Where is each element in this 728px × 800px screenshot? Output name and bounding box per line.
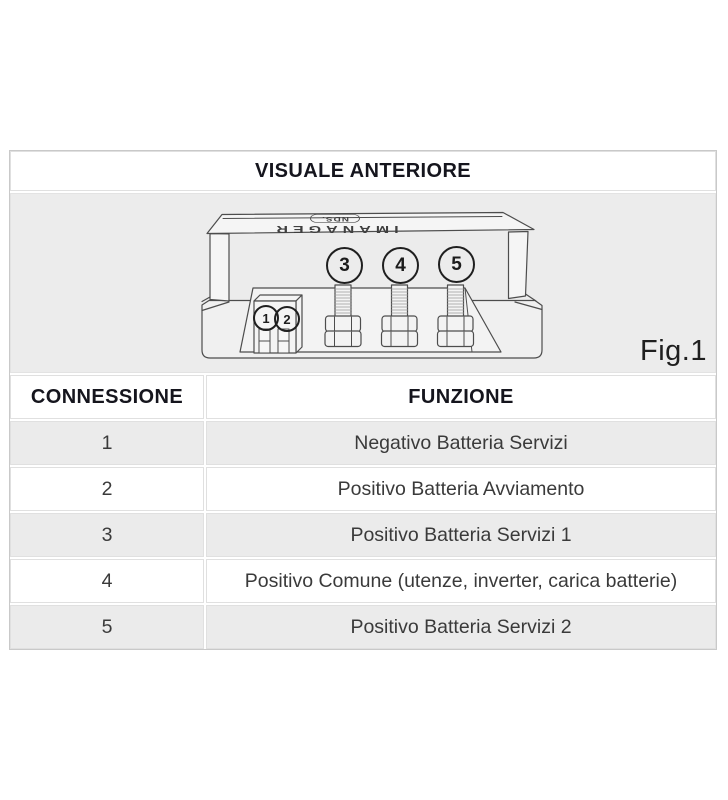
callout-2: 2 [274,306,300,332]
bolt-4 [380,284,419,348]
device-top-label: IMANAGER NDS. [240,214,430,234]
figure-panel: IMANAGER NDS. 1 2 3 4 5 Fig.1 [10,193,716,373]
device-model-text: IMANAGER [271,223,399,234]
row-1-function: Negativo Batteria Servizi [206,421,716,465]
row-5-connection: 5 [10,605,204,649]
left-bracket [209,233,230,302]
device-brand-logo: NDS. [310,214,360,223]
figure-caption: Fig.1 [640,335,707,367]
right-bracket [507,230,529,300]
connection-table: VISUALE ANTERIORE [9,150,717,650]
device-line-drawing [201,211,543,359]
column-header-connessione: CONNESSIONE [10,375,204,419]
row-4-connection: 4 [10,559,204,603]
fuse-box-top [253,294,303,302]
row-4-function: Positivo Comune (utenze, inverter, caric… [206,559,716,603]
callout-4: 4 [382,247,419,284]
callout-3: 3 [326,247,363,284]
row-2-connection: 2 [10,467,204,511]
column-header-funzione: FUNZIONE [206,375,716,419]
row-3-function: Positivo Batteria Servizi 1 [206,513,716,557]
bolt-5 [436,284,475,348]
row-3-connection: 3 [10,513,204,557]
row-2-function: Positivo Batteria Avviamento [206,467,716,511]
row-5-function: Positivo Batteria Servizi 2 [206,605,716,649]
bolt-3 [324,284,362,348]
row-1-connection: 1 [10,421,204,465]
callout-5: 5 [438,246,475,283]
table-title: VISUALE ANTERIORE [10,151,716,191]
